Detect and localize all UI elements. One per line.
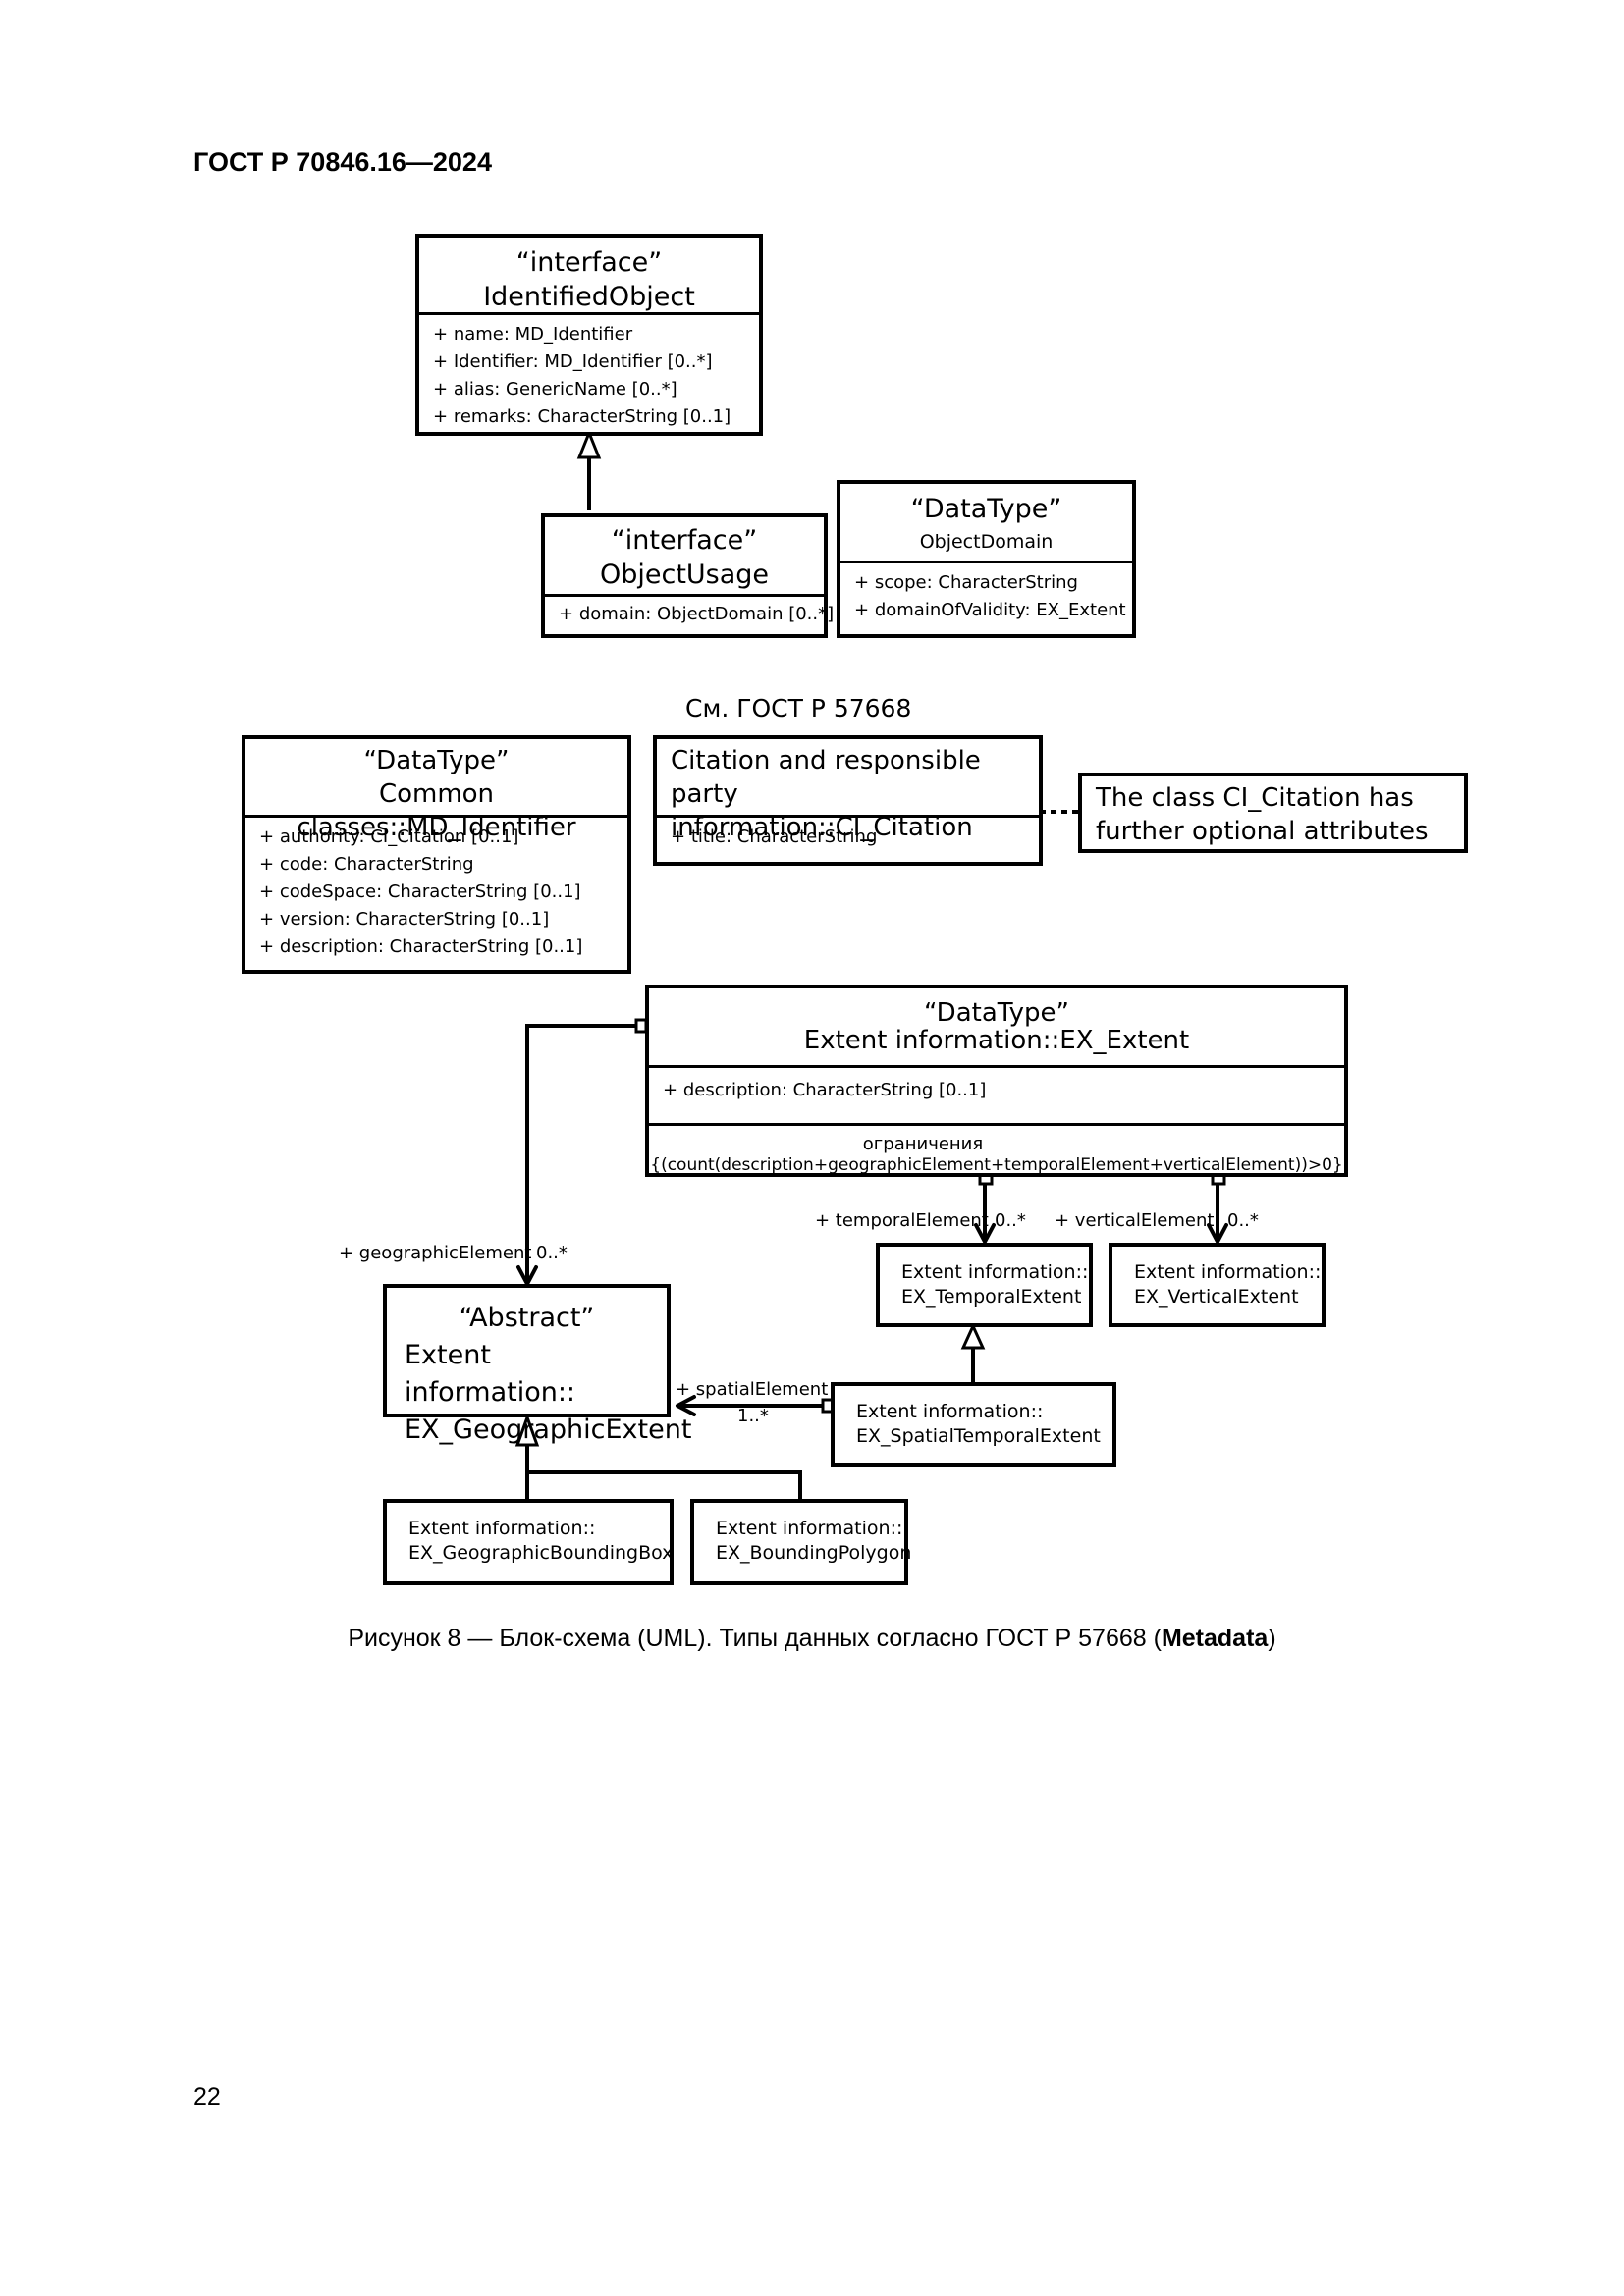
class-name-line2: EX_TemporalExtent <box>901 1285 1082 1308</box>
class-name-line2: EX_GeographicExtent <box>405 1415 692 1445</box>
class-name-line1: Extent information:: <box>901 1261 1089 1283</box>
stereotype-label: “interface” <box>515 247 663 278</box>
attribute-item: code: CharacterString <box>259 851 618 879</box>
md-identifier-class-box: “DataType” Common classes::MD_Identifier… <box>242 735 631 974</box>
class-name-line1: Extent information:: <box>716 1518 903 1539</box>
ex-geographicextent-class-box: “Abstract” Extent information:: EX_Geogr… <box>383 1284 691 1445</box>
attribute-list: domain: ObjectDomain [0..*] <box>545 597 834 628</box>
see-reference: См. ГОСТ Р 57668 <box>685 694 912 722</box>
vertical-element-label: + verticalElement <box>1055 1210 1215 1231</box>
caption-bold-text: Metadata <box>1161 1625 1269 1652</box>
class-name-line1: Extent information:: <box>408 1518 596 1539</box>
citation-note-box: The class CI_Citation has further option… <box>1078 773 1468 853</box>
generalization-arrowhead-geographic <box>514 1413 540 1447</box>
generalization-arrowhead-temporal <box>960 1322 986 1350</box>
class-name-line1: Extent information:: <box>1134 1261 1322 1283</box>
class-name: Extent information::EX_Extent <box>803 1026 1190 1055</box>
attribute-list: name: MD_Identifier Identifier: MD_Ident… <box>419 315 759 431</box>
class-name-line2: EX_BoundingPolygon <box>716 1541 912 1564</box>
association-geographic-element <box>525 1024 641 1281</box>
attribute-item: version: CharacterString [0..1] <box>259 906 618 934</box>
figure-caption: Рисунок 8 — Блок-схема (UML). Типы данны… <box>0 1625 1624 1653</box>
stereotype-label: “DataType” <box>910 494 1062 524</box>
temporal-element-multiplicity: 0..* <box>995 1210 1026 1231</box>
constraint-expression: {(count(description+geographicElement+te… <box>650 1155 1343 1175</box>
ex-boundingpolygon-class-box: Extent information:: EX_BoundingPolygon <box>690 1499 912 1585</box>
stereotype-label: “interface” <box>611 525 758 556</box>
geographic-element-label: + geographicElement <box>339 1243 532 1263</box>
attribute-list: scope: CharacterString domainOfValidity:… <box>840 563 1132 624</box>
identifiedobject-class-box: “interface” IdentifiedObject name: MD_Id… <box>415 234 763 436</box>
ex-verticalextent-class-box: Extent information:: EX_VerticalExtent <box>1109 1243 1326 1327</box>
ex-extent-class-box: “DataType” Extent information::EX_Extent… <box>645 985 1348 1177</box>
ci-citation-class-box: Citation and responsible party informati… <box>653 735 1043 866</box>
ex-geographicboundingbox-class-box: Extent information:: EX_GeographicBoundi… <box>383 1499 674 1585</box>
class-name-line1: Extent information:: <box>405 1340 576 1408</box>
attribute-list: authority: CI_Citation [0..1] code: Char… <box>245 818 627 961</box>
stereotype-label: “Abstract” <box>459 1303 595 1333</box>
attribute-item: domainOfValidity: EX_Extent <box>854 597 1126 624</box>
class-name-line1: Citation and responsible party <box>671 746 981 809</box>
spatial-element-label: + spatialElement <box>676 1379 829 1400</box>
note-line1: The class CI_Citation has <box>1096 783 1414 813</box>
geographic-element-multiplicity: 0..* <box>536 1243 568 1263</box>
objectdomain-class-box: “DataType” ObjectDomain scope: Character… <box>837 480 1136 638</box>
arrowhead-temporal-element <box>974 1223 996 1244</box>
generalization-arrowhead-identifiedobject <box>576 428 602 459</box>
attribute-item: description: CharacterString [0..1] <box>663 1077 1334 1104</box>
spatial-element-multiplicity: 1..* <box>737 1406 769 1426</box>
attribute-item: name: MD_Identifier <box>433 321 749 348</box>
attribute-list: title: CharacterString <box>657 818 1039 851</box>
class-name: IdentifiedObject <box>483 282 695 313</box>
document-header: ГОСТ Р 70846.16—2024 <box>193 147 492 177</box>
stereotype-label: “DataType” <box>924 998 1069 1028</box>
page-number: 22 <box>193 2083 221 2110</box>
temporal-element-label: + temporalElement <box>815 1210 989 1231</box>
arrowhead-vertical-element <box>1207 1223 1228 1244</box>
note-line2: further optional attributes <box>1096 816 1429 846</box>
attribute-item: domain: ObjectDomain [0..*] <box>559 601 834 628</box>
attribute-item: Identifier: MD_Identifier [0..*] <box>433 348 749 376</box>
class-name-line2: EX_SpatialTemporalExtent <box>856 1424 1101 1447</box>
class-name-line2: EX_VerticalExtent <box>1134 1285 1299 1308</box>
generalization-tree <box>525 1470 802 1503</box>
class-name: ObjectUsage <box>599 560 770 591</box>
attribute-item: remarks: CharacterString [0..1] <box>433 403 749 431</box>
attribute-item: scope: CharacterString <box>854 569 1122 597</box>
attribute-item: codeSpace: CharacterString [0..1] <box>259 879 618 906</box>
constraint-label: ограничения <box>862 1134 984 1154</box>
attribute-list: description: CharacterString [0..1] <box>649 1068 1344 1123</box>
stereotype-label: “DataType” <box>363 746 510 775</box>
class-name: ObjectDomain <box>919 531 1054 554</box>
caption-text: Рисунок 8 — Блок-схема (UML). Типы данны… <box>348 1625 1162 1652</box>
attribute-item: description: CharacterString [0..1] <box>259 934 618 961</box>
attribute-item: alias: GenericName [0..*] <box>433 376 749 403</box>
attribute-item: title: CharacterString <box>671 824 1029 851</box>
ex-spatialtemporalextent-class-box: Extent information:: EX_SpatialTemporalE… <box>831 1382 1116 1467</box>
objectusage-class-box: “interface” ObjectUsage domain: ObjectDo… <box>541 513 834 638</box>
ex-temporalextent-class-box: Extent information:: EX_TemporalExtent <box>876 1243 1093 1327</box>
class-name-line1: Extent information:: <box>856 1401 1044 1422</box>
vertical-element-multiplicity: 0..* <box>1227 1210 1259 1231</box>
attribute-item: authority: CI_Citation [0..1] <box>259 824 618 851</box>
arrowhead-spatial-element <box>676 1395 696 1416</box>
class-name-line2: EX_GeographicBoundingBox <box>408 1541 674 1564</box>
caption-end: ) <box>1268 1625 1276 1652</box>
